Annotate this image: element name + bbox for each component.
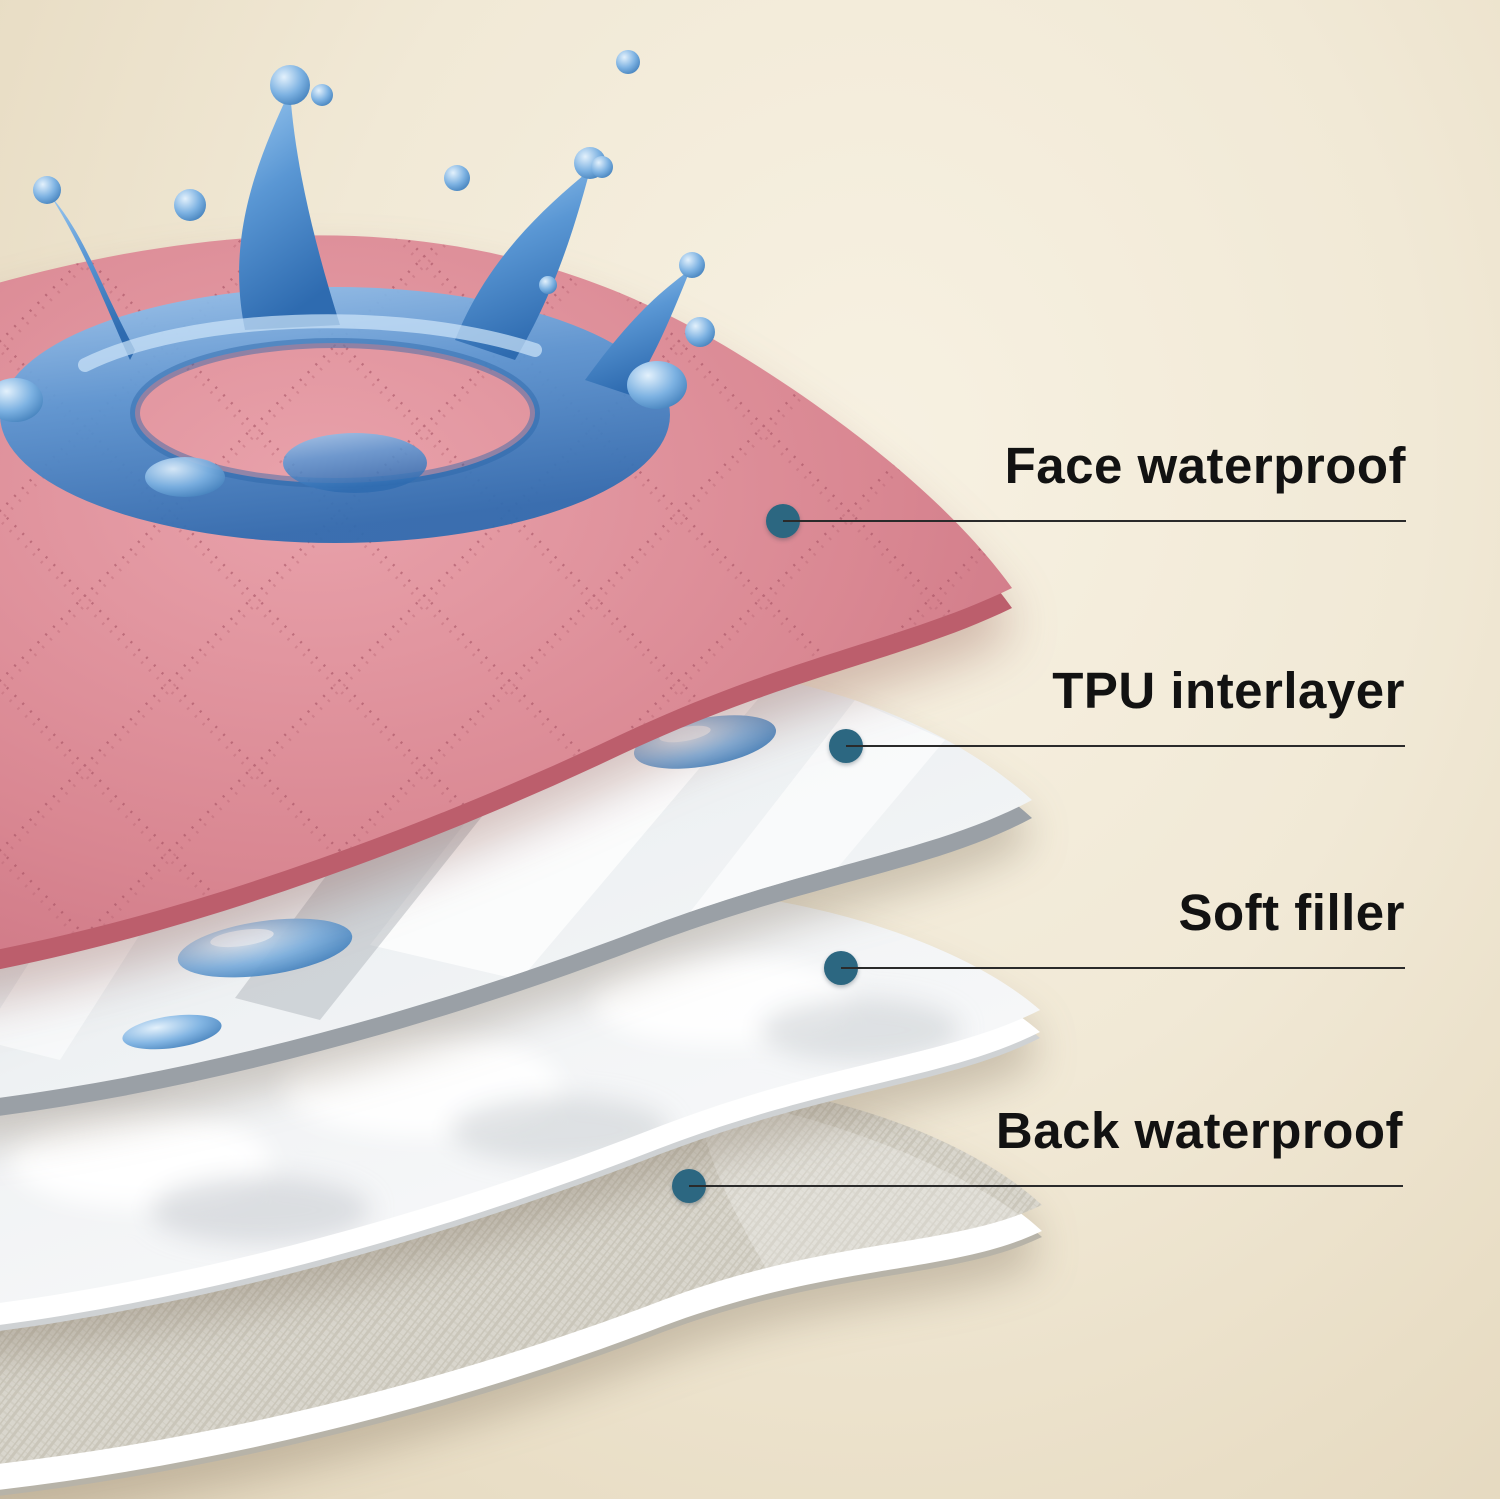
callout-line-face-waterproof	[783, 520, 1406, 522]
callout-line-soft-filler	[841, 967, 1405, 969]
callout-label-soft-filler: Soft filler	[1178, 884, 1405, 941]
callout-line-tpu-interlayer	[846, 745, 1405, 747]
callout-label-back-waterproof: Back waterproof	[995, 1102, 1403, 1159]
callout-label-face-waterproof: Face waterproof	[1004, 437, 1406, 494]
flying-water-droplets	[174, 50, 715, 347]
layer-face-waterproof	[0, 235, 1012, 970]
callout-line-back-waterproof	[689, 1185, 1403, 1187]
callout-label-tpu-interlayer: TPU interlayer	[1052, 662, 1405, 719]
water-splash	[0, 65, 705, 543]
